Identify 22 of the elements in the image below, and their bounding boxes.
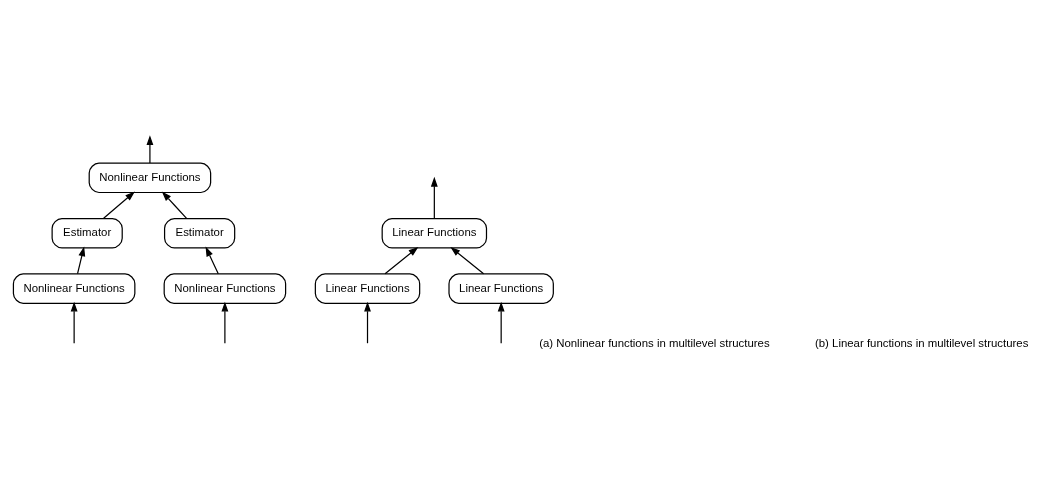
node-box: Nonlinear Functions [12,272,136,304]
arrow [364,301,371,344]
arrow [161,191,188,219]
arrow [497,301,505,344]
label: (b) Linear functions in multilevel structures [815,336,1029,349]
node-box: Linear Functions [448,272,554,304]
node-box: Linear Functions [381,217,488,248]
label: (a) Nonlinear functions in multilevel structures [539,336,770,349]
arrow [70,301,78,344]
arrow [384,246,419,274]
node-box: Estimator [164,217,236,248]
arrow [205,246,219,274]
node-box: Nonlinear Functions [163,272,287,304]
node-box: Nonlinear Functions [88,162,212,193]
arrow [221,301,229,344]
arrow [146,134,154,164]
arrow [76,245,86,274]
arrow [450,246,485,274]
arrow [103,190,135,219]
arrow [430,176,438,219]
node-box: Linear Functions [314,272,421,304]
node-box: Estimator [51,217,123,248]
